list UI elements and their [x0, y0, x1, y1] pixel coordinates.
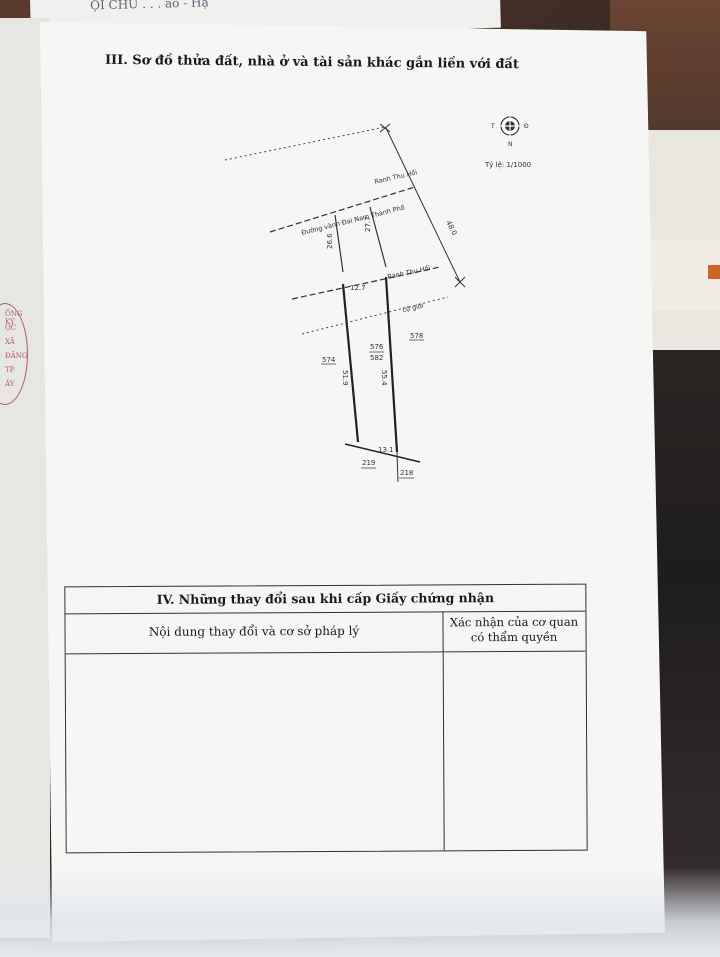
certificate-page: III. Sơ đồ thửa đất, nhà ở và tài sản kh… — [40, 22, 665, 942]
dim-55-4: 55.4 — [380, 370, 388, 386]
compass-east: Đ — [524, 123, 529, 130]
compass-west: T — [490, 123, 495, 130]
stamp-line: ỢC — [5, 324, 17, 332]
left-page-edge: ỐNG KÝ ỢC XÃ ĐĂNG TP ÂY — [0, 18, 50, 938]
ranh-thu-hoi-label-2: Ranh Thu Hồi — [387, 264, 432, 281]
parcel-boundary-left-upper — [334, 214, 344, 273]
section-4-title: IV. Những thay đổi sau khi cấp Giấy chứn… — [65, 584, 586, 615]
scale-label: Tỷ lệ: 1/1000 — [484, 160, 531, 169]
stamp-line: ỐNG KÝ — [5, 310, 23, 326]
stamp-line: ÂY — [5, 380, 15, 388]
parcel-574: 574 — [322, 356, 336, 364]
dim-26-6: 26.6 — [326, 233, 334, 249]
parcel-map-svg: B N T Đ Tỷ lệ: 1/1000 48.0 Ranh Thu Hồi … — [224, 104, 531, 483]
desk-box-stripe — [708, 265, 720, 279]
col-header-confirmation-line2: có thẩm quyền — [470, 629, 558, 645]
ranh-thu-hoi-line-2 — [291, 266, 441, 300]
parcel-bottom-line — [344, 443, 421, 463]
col-header-confirmation-line1: Xác nhận của cơ quan — [449, 614, 579, 630]
compass-south: N — [508, 141, 513, 148]
section-3-title: III. Sơ đồ thửa đất, nhà ở và tài sản kh… — [104, 52, 519, 73]
dim-line-48 — [385, 127, 461, 283]
red-stamp: ỐNG KÝ ỢC XÃ ĐĂNG TP ÂY — [0, 303, 28, 405]
road-label: Đường vành Đai Nam Thành Phố — [301, 204, 406, 237]
stamp-line: XÃ — [5, 338, 15, 346]
parcel-219: 219 — [362, 459, 375, 467]
col-header-confirmation: Xác nhận của cơ quan có thẩm quyền — [442, 615, 585, 646]
parcel-218: 218 — [400, 469, 413, 477]
tick-mark — [379, 123, 391, 133]
parcel-boundary-left — [341, 283, 360, 443]
changes-table: IV. Những thay đổi sau khi cấp Giấy chứn… — [64, 583, 588, 854]
dim-27-7: 27.7 — [364, 216, 372, 232]
dim-12-7: 12.7 — [350, 284, 366, 292]
parcel-218-divider — [396, 451, 399, 483]
dim-51-9: 51.9 — [341, 370, 349, 386]
lo-gioi-label: Lộ giới — [402, 302, 425, 314]
plastic-sleeve — [0, 867, 720, 957]
back-page-title: ỘI CHỦ . . . ào - Hạ — [89, 0, 209, 13]
parcel-576: 576 — [370, 343, 384, 351]
stamp-line: TP — [5, 366, 15, 374]
stamp-line: ĐĂNG — [5, 352, 28, 360]
col-header-changes: Nội dung thay đổi và cơ sở pháp lý — [148, 623, 360, 639]
tick-mark — [454, 276, 466, 288]
ranh-thu-hoi-label-1: Ranh Thu Hồi — [374, 168, 418, 186]
dim-13-1: 13.1 — [378, 446, 394, 454]
upper-dotted-line — [224, 126, 386, 161]
compass-icon: B N T Đ — [490, 104, 529, 148]
dim-48: 48.0 — [444, 219, 458, 237]
parcel-578: 578 — [410, 332, 423, 340]
parcel-582: 582 — [370, 354, 383, 362]
parcel-boundary-right — [384, 276, 399, 453]
lo-gioi-line — [301, 296, 449, 335]
parcel-boundary-right-upper — [369, 206, 387, 268]
ranh-thu-hoi-line-1 — [269, 186, 416, 233]
parcel-map: B N T Đ Tỷ lệ: 1/1000 48.0 Ranh Thu Hồi … — [220, 104, 640, 502]
